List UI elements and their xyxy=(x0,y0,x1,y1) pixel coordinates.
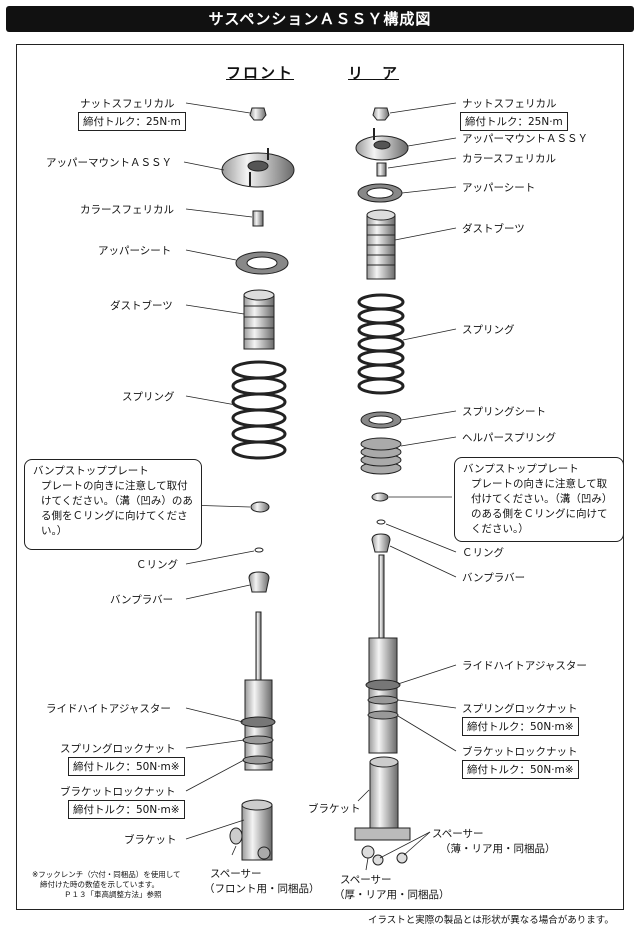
rear-nut-torque: 締付トルク：25N·m xyxy=(460,112,568,131)
front-bump-plate-title: バンプストッププレート xyxy=(33,465,149,477)
front-bracket-lock-nut-part xyxy=(242,755,274,765)
rear-spacer-thin-part xyxy=(396,852,408,864)
front-nut-label: ナットスフェリカル xyxy=(80,98,175,110)
front-shock-rod xyxy=(255,611,262,683)
front-section-heading: フロント xyxy=(226,64,295,82)
rear-bump-plate-title: バンプストッププレート xyxy=(463,463,579,475)
rear-dust-boots-part xyxy=(366,209,396,280)
front-bump-rubber-label: バンプラバー xyxy=(110,594,174,606)
footnote-line-2: 締付けた時の数値を示しています。 xyxy=(40,880,160,889)
rear-bracket-lock-nut-label: ブラケットロックナット xyxy=(462,746,578,758)
rear-spacer-thin-sublabel: （薄・リア用・同梱品） xyxy=(440,843,556,855)
rear-bracket-part xyxy=(369,761,399,833)
front-bracket-lock-torque: 締付トルク：50N·m※ xyxy=(68,800,185,819)
rear-spacer-thick-label: スペーサー xyxy=(340,874,392,886)
front-bump-plate-part xyxy=(250,501,270,513)
rear-nut-label: ナットスフェリカル xyxy=(462,98,557,110)
front-upper-mount-label: アッパーマウントＡＳＳＹ xyxy=(46,157,172,169)
front-spring-label: スプリング xyxy=(122,391,175,403)
front-parts xyxy=(221,107,295,861)
rear-spacer-thick-sublabel: （厚・リア用・同梱品） xyxy=(334,889,450,901)
rear-bracket-label: ブラケット xyxy=(308,803,361,815)
front-dust-boots-label: ダストブーツ xyxy=(110,300,173,312)
rear-upper-seat-label: アッパーシート xyxy=(462,182,536,194)
front-bracket-lock-nut-label: ブラケットロックナット xyxy=(60,786,176,798)
rear-c-ring-label: Ｃリング xyxy=(462,547,504,559)
front-nut-torque: 締付トルク：25N·m xyxy=(78,112,186,131)
front-spring-lock-nut-part xyxy=(242,735,274,745)
rear-parts xyxy=(354,107,411,866)
rear-spring-label: スプリング xyxy=(462,324,515,336)
rear-shock-rod xyxy=(378,554,385,641)
rear-spacer-thin-label: スペーサー xyxy=(432,828,484,840)
rear-bump-plate-text: プレートの向きに注意して取付けてください。（溝（凹み）のある側をＣリングに向けて… xyxy=(471,478,613,535)
page-title: サスペンションＡＳＳＹ構成図 xyxy=(6,6,634,32)
rear-bump-rubber-label: バンプラバー xyxy=(462,572,526,584)
rear-bump-plate-part xyxy=(371,492,389,502)
rear-spring-lock-nut-part xyxy=(367,695,399,705)
rear-bracket-lock-nut-part xyxy=(367,710,399,720)
rear-spring-lock-nut-label: スプリングロックナット xyxy=(462,703,578,715)
rear-section-heading: リ ア xyxy=(348,64,400,82)
rear-helper-spring-label: ヘルパースプリング xyxy=(462,432,556,444)
front-spring-part xyxy=(231,360,287,460)
front-ride-height-part xyxy=(240,716,276,728)
torque-footnote: ※フックレンチ（穴付・同梱品）を使用して 締付けた時の数値を示しています。 Ｐ１… xyxy=(32,870,181,900)
footnote-line-1: ※フックレンチ（穴付・同梱品）を使用して xyxy=(32,870,181,879)
front-collar-label: カラースフェリカル xyxy=(80,204,174,216)
rear-bracket-lock-torque: 締付トルク：50N·m※ xyxy=(462,760,579,779)
front-bracket-label: ブラケット xyxy=(124,834,177,846)
front-c-ring-label: Ｃリング xyxy=(136,559,178,571)
rear-upper-mount-label: アッパーマウントＡＳＳＹ xyxy=(462,133,588,145)
disclaimer: イラストと実際の製品とは形状が異なる場合があります。 xyxy=(368,915,614,926)
front-bump-plate-note: バンプストッププレート プレートの向きに注意して取付けてください。（溝（凹み）の… xyxy=(24,459,202,550)
leader-lines xyxy=(183,102,457,871)
rear-helper-spring-part xyxy=(360,437,402,475)
front-spacer-part xyxy=(229,827,243,845)
rear-collar-part xyxy=(376,162,387,177)
front-collar-part xyxy=(252,210,264,227)
front-upper-seat-label: アッパーシート xyxy=(98,245,172,257)
rear-collar-label: カラースフェリカル xyxy=(462,153,556,165)
rear-nut-part xyxy=(372,107,390,121)
rear-c-ring-part xyxy=(376,519,386,525)
front-spring-lock-torque: 締付トルク：50N·m※ xyxy=(68,757,185,776)
rear-ride-height-part xyxy=(365,679,401,691)
rear-spacer-thick-part xyxy=(361,845,375,859)
front-ride-height-label: ライドハイトアジャスター xyxy=(46,703,171,715)
footnote-line-3: Ｐ１３「車高調整方法」参照 xyxy=(64,890,162,899)
front-spacer-label: スペーサー xyxy=(210,868,262,880)
rear-spring-part xyxy=(357,293,405,395)
rear-dust-boots-label: ダストブーツ xyxy=(462,223,525,235)
rear-bump-plate-note: バンプストッププレート プレートの向きに注意して取付けてください。（溝（凹み）の… xyxy=(454,457,624,542)
front-c-ring-part xyxy=(254,547,264,553)
front-nut-part xyxy=(249,107,267,121)
front-dust-boots-part xyxy=(243,289,275,350)
front-bump-plate-text: プレートの向きに注意して取付けてください。（溝（凹み）のある側をＣリングに向けて… xyxy=(41,480,193,537)
rear-bump-rubber-part xyxy=(371,533,391,553)
front-spacer-sublabel: （フロント用・同梱品） xyxy=(204,883,320,895)
front-spring-lock-nut-label: スプリングロックナット xyxy=(60,743,176,755)
rear-spring-lock-torque: 締付トルク：50N·m※ xyxy=(462,717,579,736)
front-bump-rubber-part xyxy=(248,571,270,593)
rear-ride-height-label: ライドハイトアジャスター xyxy=(462,660,587,672)
rear-spring-seat-label: スプリングシート xyxy=(462,406,546,418)
